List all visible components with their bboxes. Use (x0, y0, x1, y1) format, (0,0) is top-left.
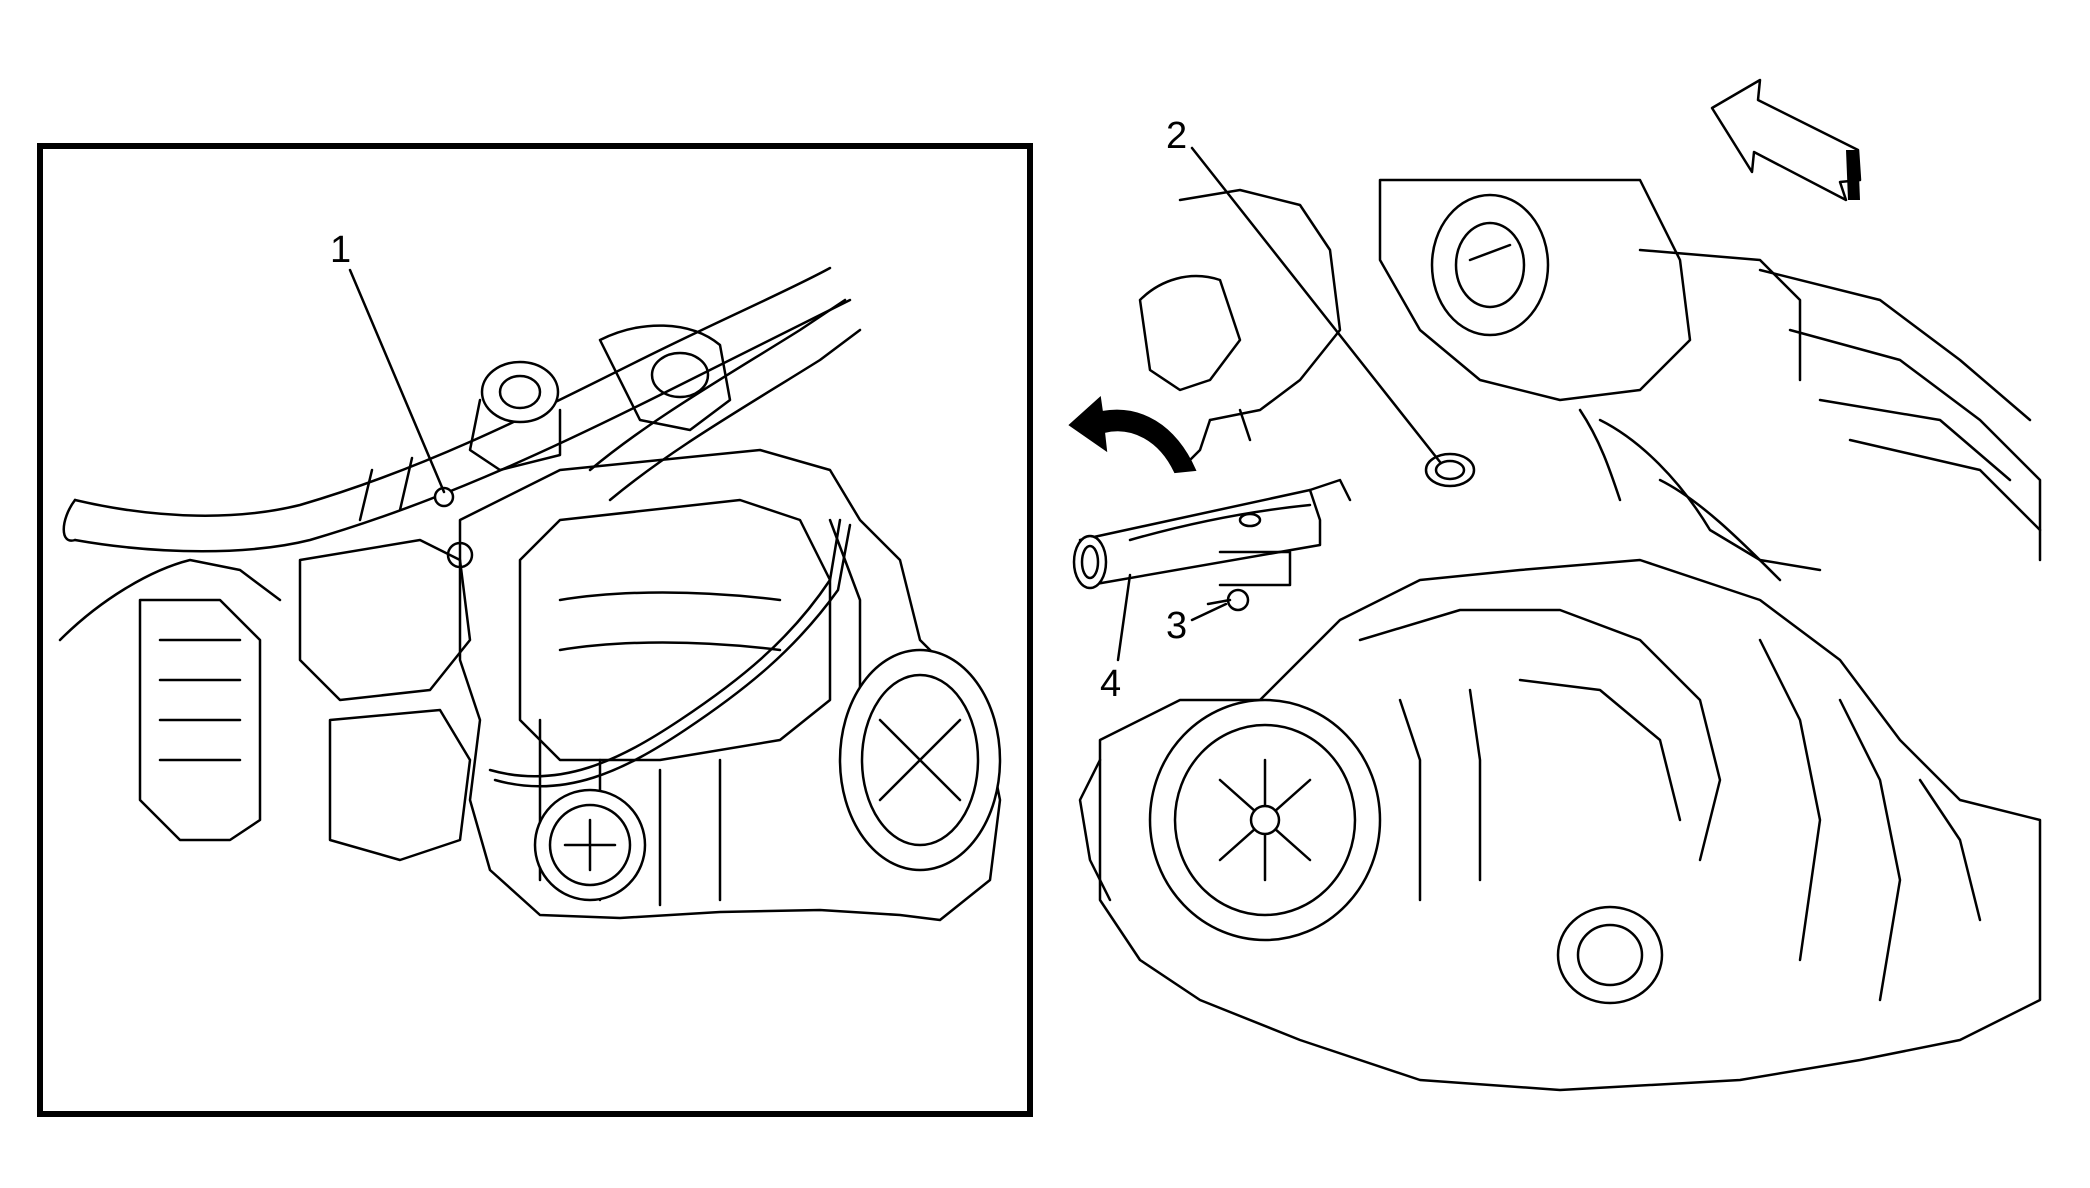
inset-frame (37, 143, 1033, 1117)
front-cover-pulley (838, 648, 1002, 872)
bolt-3 (1206, 588, 1250, 612)
pipe-seal (1424, 452, 1476, 488)
output-bearing (1556, 905, 1664, 1005)
leader-line-4 (1116, 573, 1132, 662)
leader-line-2 (1190, 146, 1442, 464)
water-pump-pulley-left (533, 788, 647, 902)
right-main-view: 2 3 4 (1068, 78, 2042, 1092)
callout-4: 4 (1100, 663, 1121, 705)
removal-arrow-icon (1068, 396, 1197, 474)
callout-1: 1 (330, 229, 351, 271)
transaxle-housing (1078, 558, 2042, 1092)
outlet-housing (468, 324, 732, 472)
leader-line-1 (348, 268, 446, 494)
left-inset-panel: 1 (37, 143, 1033, 1117)
coolant-pipe (1072, 478, 1352, 590)
wiring-harness (488, 518, 842, 778)
heater-hoses (62, 266, 862, 553)
water-pump-pulley-right (1148, 698, 1382, 942)
direction-arrow-icon (1710, 78, 1862, 202)
callout-3: 3 (1166, 605, 1187, 647)
upper-engine (1138, 178, 2042, 582)
callout-2: 2 (1166, 115, 1187, 157)
fastener-1 (433, 486, 474, 569)
engine-block (58, 448, 1002, 922)
leader-line-3 (1190, 602, 1228, 622)
